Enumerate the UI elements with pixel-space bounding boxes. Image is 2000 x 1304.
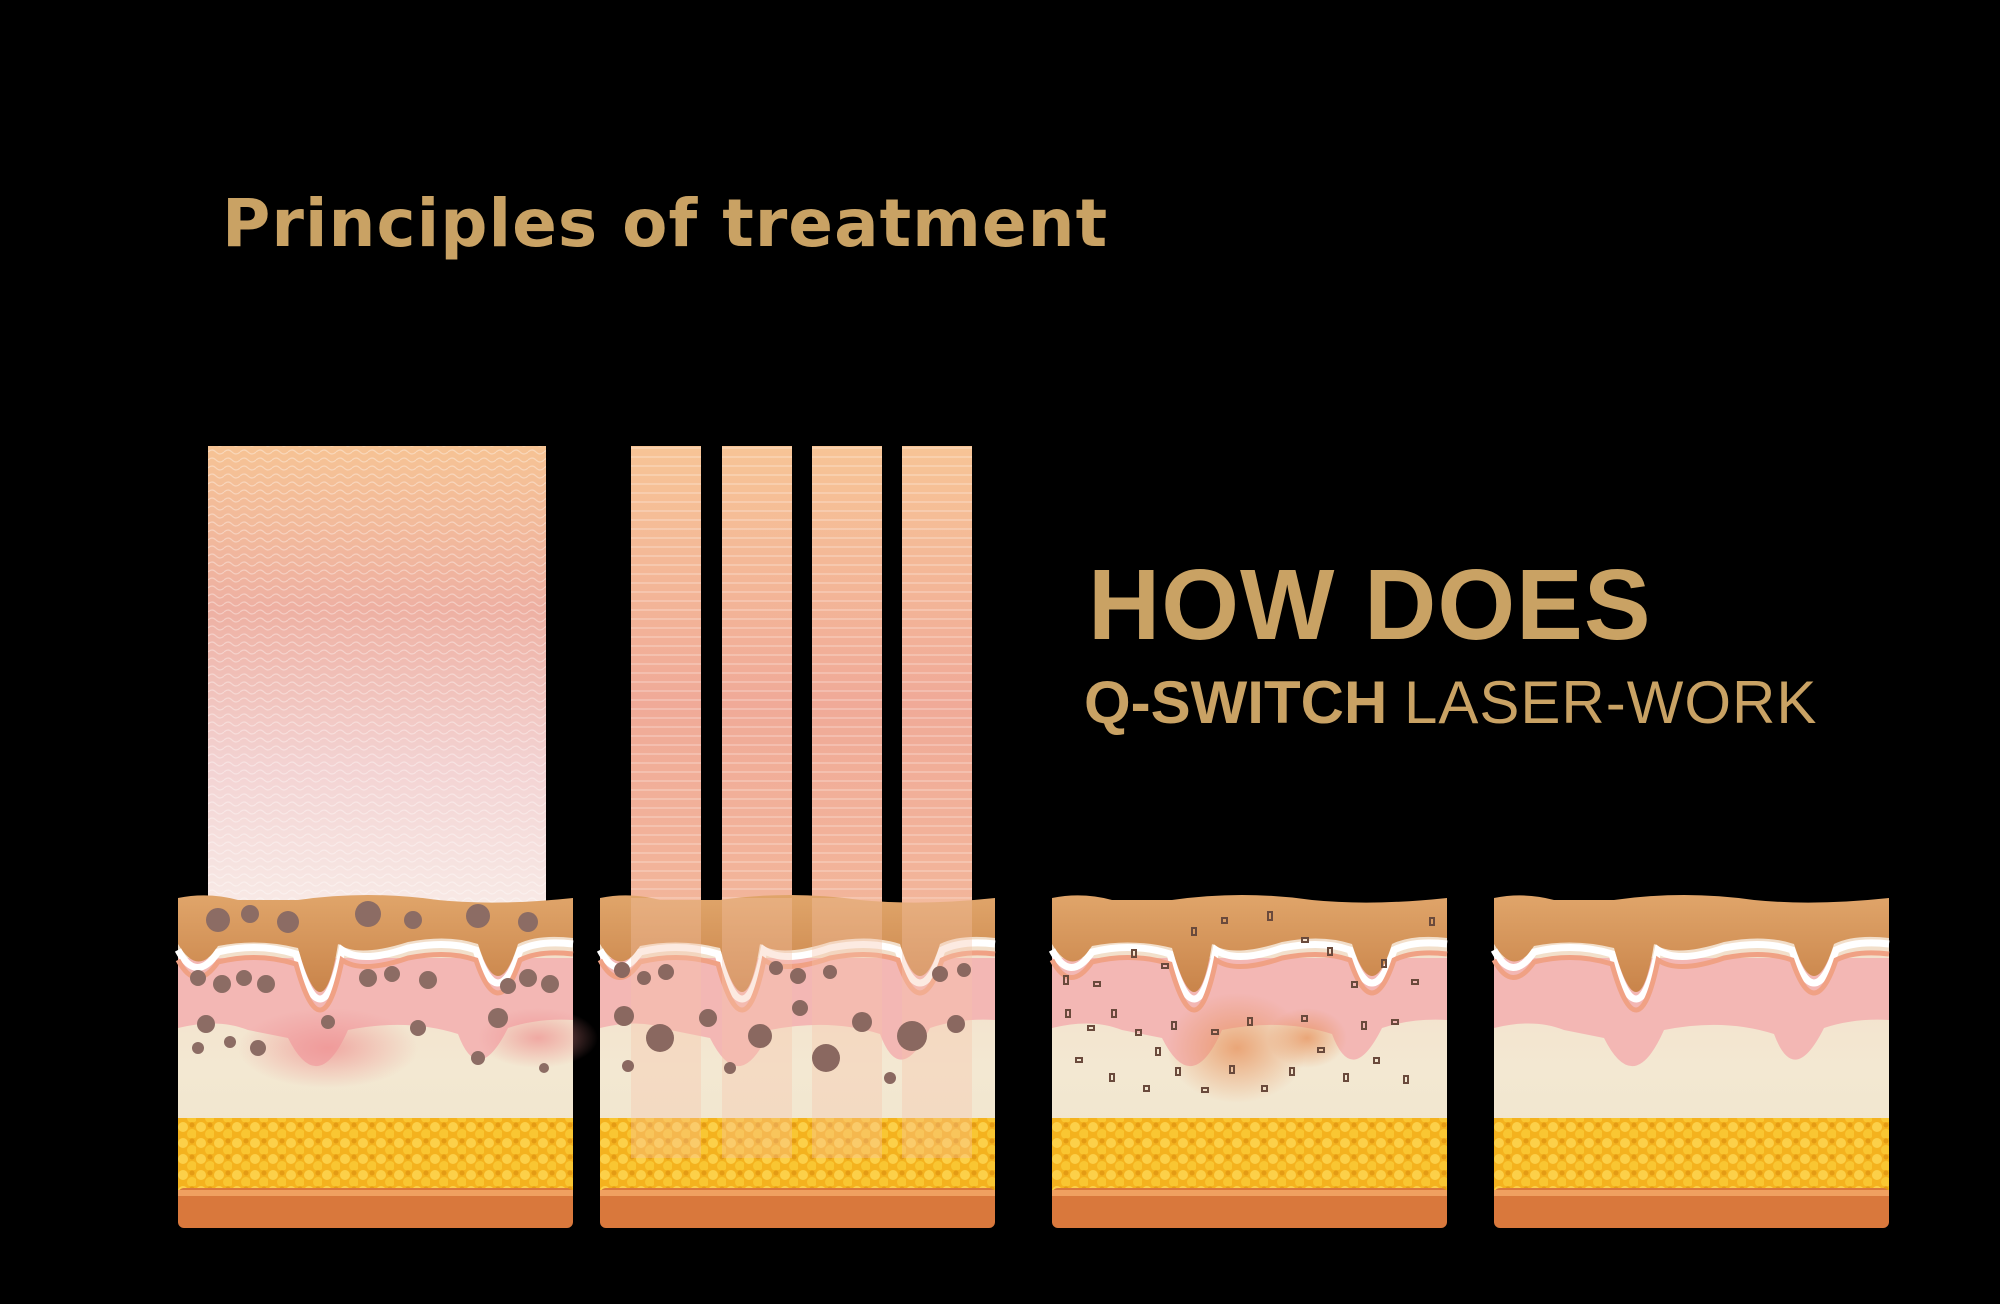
shattering-pigment xyxy=(614,961,971,1084)
narrow-laser-beams xyxy=(631,446,972,956)
panel-laser-wide-beam xyxy=(178,446,598,1228)
panel-pigment-fragments xyxy=(1052,895,1447,1228)
qswitch-subheading: Q-SWITCH LASER-WORK xyxy=(1084,668,1817,737)
wide-laser-beam xyxy=(208,446,546,906)
skin-cross-section-4 xyxy=(1494,895,1889,1228)
page-title: Principles of treatment xyxy=(222,185,1109,262)
skin-cross-section-3 xyxy=(1052,895,1447,1228)
laser-work-text: LASER-WORK xyxy=(1403,669,1818,736)
panel-clear-skin xyxy=(1494,895,1889,1228)
pigment-clusters xyxy=(190,901,559,1073)
skin-cross-section-1 xyxy=(178,895,598,1228)
qswitch-bold-text: Q-SWITCH xyxy=(1084,669,1388,736)
skin-cross-section-2 xyxy=(600,895,995,1228)
how-does-heading: HOW DOES xyxy=(1088,549,1652,661)
pigment-fragments xyxy=(1063,911,1435,1093)
panel-laser-split-beams xyxy=(600,446,995,1228)
